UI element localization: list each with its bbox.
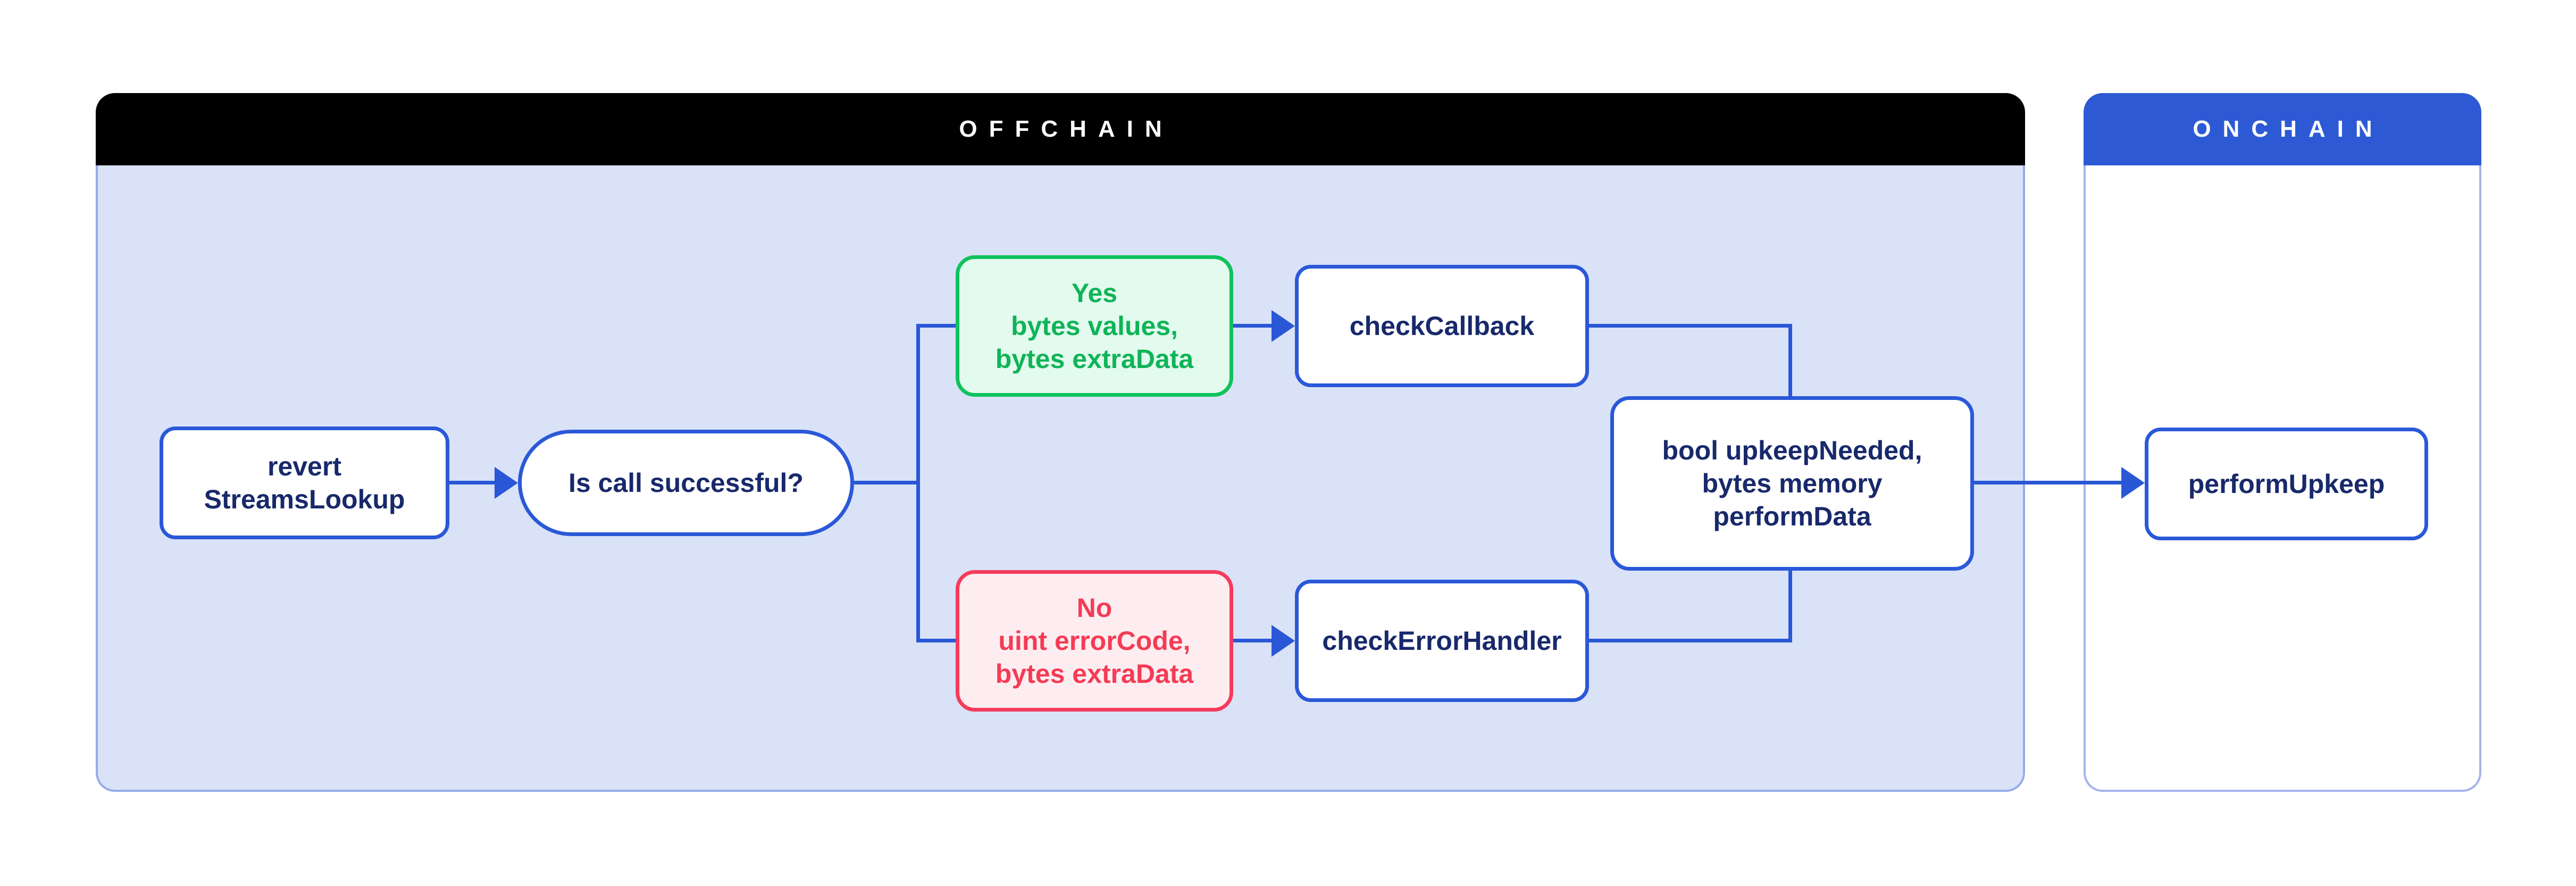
node-performupkeep-label: performUpkeep	[2188, 469, 2385, 499]
node-checkcallback-label: checkCallback	[1349, 311, 1535, 341]
onchain-title: ONCHAIN	[2193, 116, 2384, 142]
connector-branch-split-vertical	[916, 324, 920, 642]
node-revert-streamslookup: revert StreamsLookup	[160, 427, 449, 539]
arrowhead-into-decision-icon	[495, 467, 518, 499]
connector-yes-to-checkcallback	[1233, 324, 1274, 328]
node-no-branch-label: No uint errorCode, bytes extraData	[995, 593, 1194, 689]
connector-split-to-yes	[916, 324, 956, 328]
offchain-title: OFFCHAIN	[959, 116, 1174, 142]
connector-decision-to-split	[854, 481, 920, 484]
node-no-branch: No uint errorCode, bytes extraData	[956, 570, 1233, 712]
node-revert-streamslookup-label: revert StreamsLookup	[204, 452, 405, 514]
connector-checkerrorhandler-horizontal	[1589, 639, 1792, 642]
connector-checkerrorhandler-up-to-upkeep	[1788, 566, 1792, 642]
node-performupkeep: performUpkeep	[2145, 428, 2428, 540]
connector-checkcallback-down-to-upkeep	[1788, 324, 1792, 400]
node-checkerrorhandler-label: checkErrorHandler	[1322, 626, 1562, 656]
connector-revert-to-decision	[449, 481, 500, 484]
node-is-call-successful: Is call successful?	[518, 430, 854, 536]
node-upkeep-needed-label: bool upkeepNeeded, bytes memory performD…	[1662, 436, 1922, 531]
connector-upkeep-to-performupkeep	[1974, 481, 2122, 484]
connector-checkcallback-horizontal	[1589, 324, 1792, 328]
arrowhead-into-checkcallback-icon	[1272, 310, 1295, 342]
offchain-header: OFFCHAIN	[96, 93, 2025, 165]
arrowhead-into-checkerrorhandler-icon	[1272, 625, 1295, 657]
node-upkeep-needed: bool upkeepNeeded, bytes memory performD…	[1610, 396, 1974, 571]
connector-split-to-no	[916, 639, 956, 642]
node-checkerrorhandler: checkErrorHandler	[1295, 580, 1589, 702]
node-yes-branch: Yes bytes values, bytes extraData	[956, 255, 1233, 397]
node-yes-branch-label: Yes bytes values, bytes extraData	[995, 278, 1194, 374]
node-is-call-successful-label: Is call successful?	[568, 468, 804, 498]
node-checkcallback: checkCallback	[1295, 265, 1589, 387]
arrowhead-into-performupkeep-icon	[2121, 467, 2145, 499]
connector-no-to-checkerrorhandler	[1233, 639, 1274, 642]
onchain-header: ONCHAIN	[2084, 93, 2481, 165]
